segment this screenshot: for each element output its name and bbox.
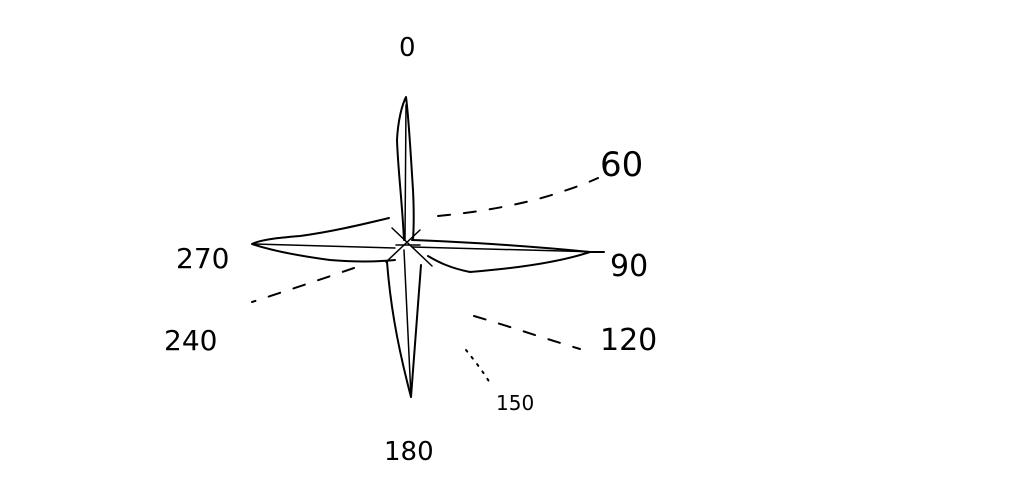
label-150: 150 bbox=[496, 391, 534, 415]
petal-north-midrib bbox=[404, 104, 407, 241]
petal-north bbox=[396, 96, 415, 241]
label-90: 90 bbox=[610, 249, 648, 284]
label-180: 180 bbox=[384, 437, 434, 467]
leader-240 bbox=[251, 267, 355, 303]
label-0: 0 bbox=[399, 33, 416, 63]
label-60: 60 bbox=[600, 145, 643, 185]
petal-east bbox=[411, 239, 591, 273]
petal-south-midrib bbox=[403, 249, 412, 398]
petal-south bbox=[386, 261, 422, 398]
leader-60 bbox=[437, 177, 599, 217]
petal-west-midrib bbox=[251, 243, 396, 249]
leader-120 bbox=[473, 315, 581, 350]
label-120: 120 bbox=[600, 323, 657, 358]
center-star bbox=[385, 227, 433, 267]
leader-150 bbox=[465, 349, 491, 384]
petal-east-midrib bbox=[411, 246, 601, 253]
label-270: 270 bbox=[176, 242, 229, 275]
petal-west bbox=[251, 217, 396, 263]
label-240: 240 bbox=[164, 324, 217, 357]
